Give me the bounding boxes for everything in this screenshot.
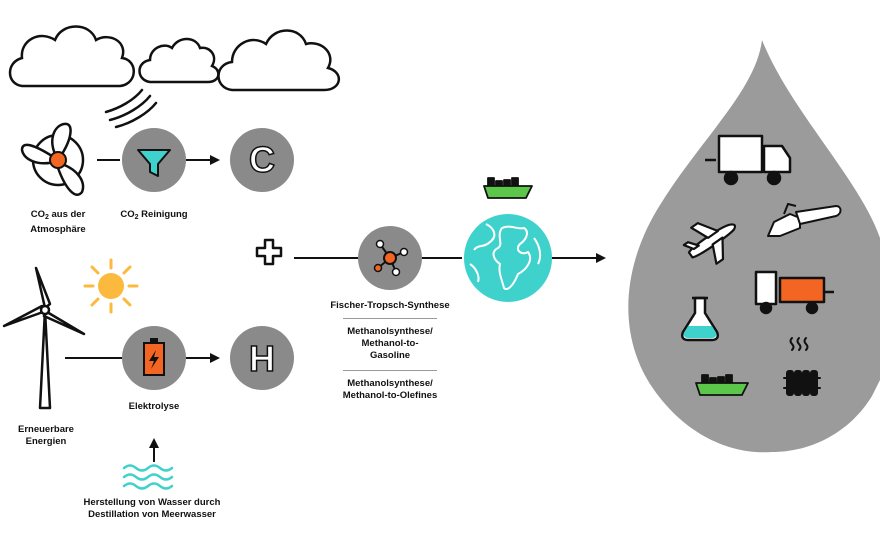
wind-turbine-icon: [2, 266, 86, 410]
cloud-icon: [217, 29, 340, 92]
cloud-icon: [138, 37, 220, 84]
water-waves-icon: [122, 464, 174, 490]
plus-icon: [255, 238, 283, 266]
chainsaw-icon: [767, 203, 842, 237]
divider: [343, 370, 437, 371]
carbon-letter: C: [249, 139, 275, 180]
ship-icon: [695, 374, 749, 396]
fan-icon: [20, 122, 85, 196]
airplane-icon: [682, 222, 737, 265]
label-co2-cleaning: CO2 Reinigung: [120, 209, 188, 221]
tanker-truck-icon: [754, 270, 834, 315]
label-co2-atmosphere: CO2 aus der Atmosphäre: [30, 209, 86, 235]
carbon-icon: C: [230, 128, 294, 192]
label-fischer-tropsch: Fischer-Tropsch-Synthese: [330, 300, 450, 311]
fuel-drop-icon: [628, 40, 880, 453]
label-renewable-energy: Erneuerbare Energien: [18, 424, 74, 447]
label-methanol-to-olefines: Methanolsynthese/ Methanol-to-Olefines: [342, 378, 438, 401]
air-stream-icon: [104, 88, 158, 129]
sun-icon: [83, 258, 139, 314]
hydrogen-icon: H: [230, 326, 294, 390]
globe-icon: [464, 214, 552, 302]
label-electrolysis: Elektrolyse: [128, 401, 180, 412]
filter-icon: [122, 128, 186, 192]
hydrogen-letter: H: [249, 338, 275, 379]
flask-icon: [680, 296, 720, 342]
radiator-icon: [783, 337, 821, 396]
molecule-icon: [358, 226, 422, 290]
truck-icon: [705, 134, 792, 186]
battery-icon: [122, 326, 186, 390]
cloud-icon: [8, 25, 135, 88]
label-methanol-to-gasoline: Methanolsynthese/ Methanol-to- Gasoline: [347, 326, 433, 361]
ship-icon: [483, 177, 533, 199]
label-water-distillation: Herstellung von Wasser durch Destillatio…: [83, 497, 221, 520]
divider: [343, 318, 437, 319]
